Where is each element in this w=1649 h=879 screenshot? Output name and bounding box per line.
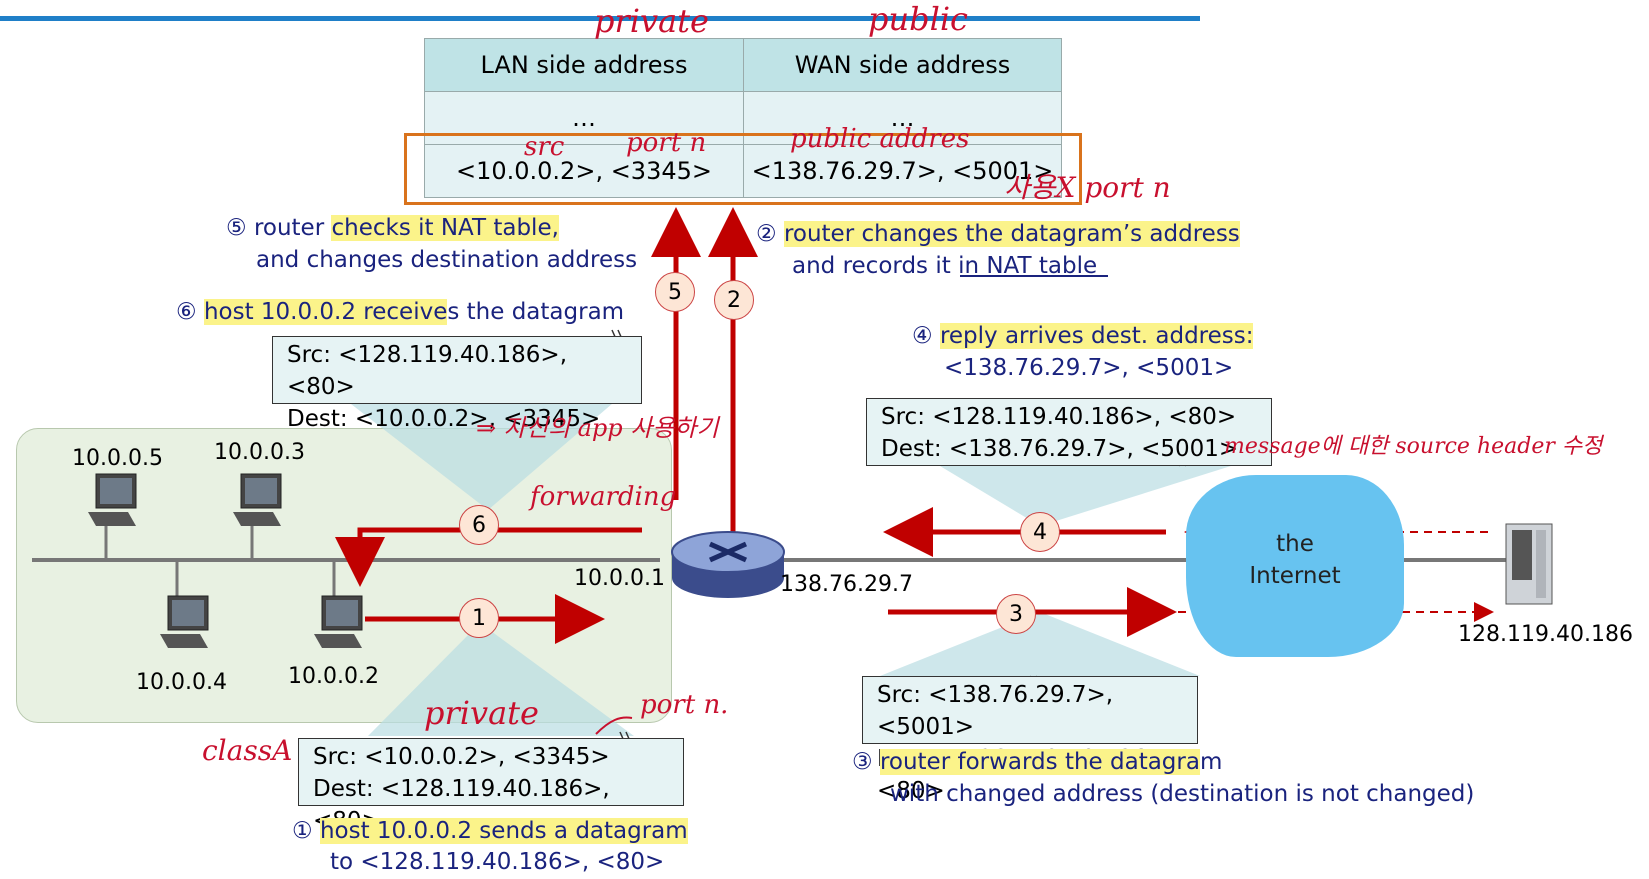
host-label-h2: 10.0.0.2 [288, 664, 379, 689]
caption-step4-line1: ④ reply arrives dest. address: [912, 320, 1254, 352]
caption-step4-highlight: reply arrives dest. address: [939, 323, 1254, 349]
caption-step4-line2: <138.76.29.7>, <5001> [944, 355, 1234, 381]
packet-box-step3: Src: <138.76.29.7>, <5001> Dest: <128.11… [862, 676, 1198, 804]
caption-step2-line1: ② router changes the datagram’s address [756, 218, 1240, 250]
internet-label: the Internet [1186, 528, 1404, 592]
hand-private-bottom: private [424, 694, 539, 732]
hand-no-port: 사용X port n [1004, 171, 1171, 204]
hand-forwarding: forwarding [530, 482, 677, 512]
caption-step1-number: ① [292, 818, 313, 844]
nat-ellipsis-wan: … [744, 92, 1061, 145]
caption-step4-number: ④ [912, 323, 933, 349]
hand-korean-app: ⇒ 자신의 app 사용하기 [476, 414, 719, 442]
step-1: 1 [459, 598, 499, 638]
caption-step2-text-b: in NAT table [958, 253, 1098, 279]
caption-step2-line2: and records it in NAT table [792, 250, 1097, 282]
caption-step6-rest: s the datagram [447, 299, 625, 325]
nat-header-wan: WAN side address [744, 39, 1061, 92]
cone-step3 [880, 612, 1200, 676]
arrow-step6 [335, 527, 642, 587]
caption-step3-highlight: router forwards the datagra [879, 749, 1200, 775]
hand-public-address: public addres [790, 124, 970, 154]
caption-step5-number: ⑤ [226, 215, 247, 241]
hand-arrow-port [595, 716, 633, 735]
host-label-h3: 10.0.0.3 [214, 440, 305, 465]
caption-step5-highlight: checks it NAT table, [331, 215, 559, 241]
cone-step1 [368, 623, 634, 736]
host-label-h5: 10.0.0.5 [72, 446, 163, 471]
router-wan-label: 138.76.29.7 [780, 572, 913, 597]
caption-step5-line1: ⑤ router checks it NAT table, [226, 212, 559, 244]
cone-step6 [320, 380, 640, 510]
nat-ellipsis-lan: … [425, 92, 744, 145]
packet-box-step4: Src: <128.119.40.186>, <80> Dest: <138.7… [866, 398, 1272, 466]
hand-public-top: public [868, 0, 968, 38]
pc-icon-h4 [160, 595, 209, 648]
nat-table: LAN side address WAN side address … … <1… [424, 38, 1062, 198]
server-label: 128.119.40.186 [1458, 622, 1633, 647]
hand-message-note: message에 대한 source header 수정 [1224, 434, 1603, 459]
step-3: 3 [996, 594, 1036, 634]
title-divider [0, 16, 1200, 21]
nat-row-wan: <138.76.29.7>, <5001> [744, 145, 1061, 197]
caption-step1-line2: to <128.119.40.186>, <80> [330, 849, 665, 875]
caption-step1-line1: ① host 10.0.0.2 sends a datagram [292, 815, 688, 847]
packet-box-step6: Src: <128.119.40.186>, <80> Dest: <10.0.… [272, 336, 642, 432]
packet-dest: Dest: <138.76.29.7>, <5001> [881, 436, 1239, 462]
caption-step3-line2: with changed address (destination is not… [890, 781, 1475, 807]
pc-icon-h3 [233, 473, 282, 526]
caption-step5-line2: and changes destination address [256, 247, 638, 273]
hand-src: src [524, 132, 565, 162]
caption-step5-text-a: router [253, 215, 332, 241]
nat-row-lan: <10.0.0.2>, <3345> [425, 145, 744, 197]
packet-dest: Dest: <10.0.0.2>, <3345> [287, 406, 601, 432]
caption-step6-number: ⑥ [176, 299, 197, 325]
step-6: 6 [459, 505, 499, 545]
pc-icon-h5 [88, 473, 137, 526]
packet-src: Src: <138.76.29.7>, <5001> [877, 682, 1114, 740]
packet-box-step1: Src: <10.0.0.2>, <3345> Dest: <128.119.4… [298, 738, 684, 834]
router-icon [671, 531, 785, 598]
packet-src: Src: <10.0.0.2>, <3345> [313, 744, 610, 770]
caption-step3-line1: ③ router forwards the datagram [852, 746, 1222, 778]
pc-icon-h2 [314, 595, 363, 648]
server-icon [1505, 523, 1553, 605]
caption-step1-highlight: host 10.0.0.2 sends a datagram [319, 818, 688, 844]
caption-step6-highlight: host 10.0.0.2 receive [203, 299, 448, 325]
hand-port-n: port n [626, 128, 707, 158]
step-2: 2 [714, 280, 754, 320]
internet-label-line1: the [1276, 531, 1314, 557]
hand-class-a: classA [202, 734, 293, 767]
step-4: 4 [1020, 512, 1060, 552]
caption-step6: ⑥ host 10.0.0.2 receives the datagram [176, 296, 624, 328]
caption-step3-rest: m [1199, 749, 1223, 775]
nat-header-lan: LAN side address [425, 39, 744, 92]
caption-step3-number: ③ [852, 749, 873, 775]
hand-port-n-bottom: port n. [640, 690, 729, 720]
hand-private-top: private [594, 2, 709, 40]
step-5: 5 [655, 272, 695, 312]
internet-cloud [1186, 475, 1404, 657]
host-label-h4: 10.0.0.4 [136, 670, 227, 695]
caption-step2-number: ② [756, 221, 777, 247]
internet-label-line2: Internet [1249, 563, 1341, 589]
router-lan-label: 10.0.0.1 [574, 566, 665, 591]
packet-src: Src: <128.119.40.186>, <80> [287, 342, 568, 400]
packet-src: Src: <128.119.40.186>, <80> [881, 404, 1237, 430]
cone-step4 [930, 460, 1250, 526]
nat-row-highlight [404, 133, 1082, 205]
caption-step2-highlight: router changes the datagram’s address [783, 221, 1240, 247]
caption-step2-text-a: and records it [792, 253, 959, 279]
